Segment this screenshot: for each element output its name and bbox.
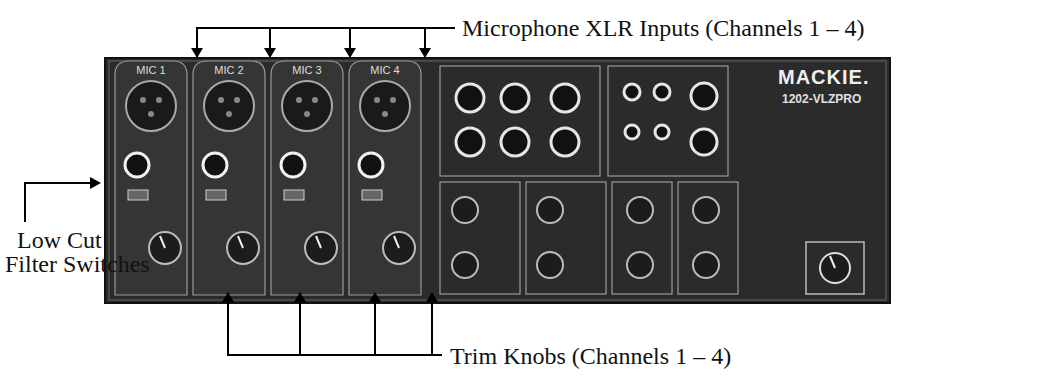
leader-lines xyxy=(25,28,455,355)
channel-label: MIC 1 xyxy=(136,64,165,76)
output-jacks xyxy=(456,83,717,156)
channel-label: MIC 4 xyxy=(370,64,399,76)
brand-logo: MACKIE. xyxy=(778,66,869,88)
phones-knob xyxy=(806,242,864,294)
xlr-inputs xyxy=(126,81,410,131)
callout-label: Low Cut Filter Switches xyxy=(5,228,157,276)
channel-strips xyxy=(115,61,421,295)
panel-edge xyxy=(109,61,886,300)
callout-label: Trim Knobs (Channels 1 – 4) xyxy=(450,344,731,368)
line-jacks xyxy=(125,153,383,177)
mixer-panel xyxy=(105,58,890,303)
channel-label: MIC 3 xyxy=(292,64,321,76)
channel-label: MIC 2 xyxy=(214,64,243,76)
callout-label: Microphone XLR Inputs (Channels 1 – 4) xyxy=(462,16,865,40)
output-knobs xyxy=(452,197,719,278)
output-section xyxy=(440,66,738,294)
trim-knobs xyxy=(149,232,415,264)
low-cut-switches xyxy=(128,190,382,200)
model-name: 1202-VLZPRO xyxy=(782,92,861,106)
